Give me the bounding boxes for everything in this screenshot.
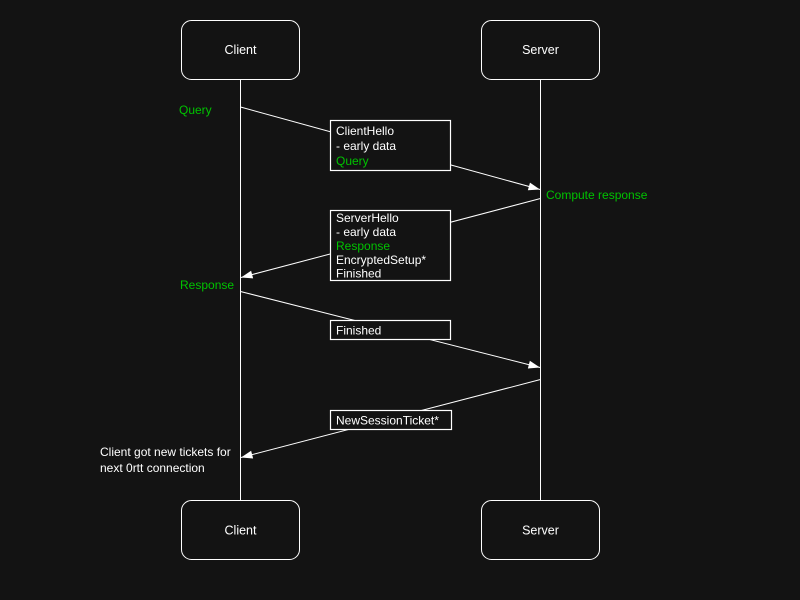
message-text-serverhello-line1: ServerHello <box>336 211 399 225</box>
actor-client-top-label: Client <box>225 43 257 57</box>
actor-client-bottom <box>181 500 300 560</box>
message-box-finished <box>329 319 452 341</box>
message-text-serverhello-line3: Response <box>336 239 390 253</box>
label-compute-response: Compute response <box>546 188 648 202</box>
label-response: Response <box>180 278 234 292</box>
label-query: Query <box>179 103 212 117</box>
message-text-serverhello-line4: EncryptedSetup* <box>336 253 426 267</box>
message-text-clienthello-line1: ClientHello <box>336 124 394 138</box>
actor-client-bottom-label: Client <box>225 524 257 538</box>
message-box-serverhello <box>329 209 452 282</box>
note-text-line1: Client got new tickets for <box>100 445 231 459</box>
actor-server-top-label: Server <box>522 43 559 57</box>
message-box-newsessionticket <box>329 409 453 431</box>
actor-server-bottom <box>481 500 600 560</box>
message-text-clienthello-line2: - early data <box>336 139 396 153</box>
actor-server-bottom-label: Server <box>522 524 559 538</box>
message-box-clienthello <box>329 119 452 172</box>
message-text-finished: Finished <box>336 324 381 338</box>
message-text-clienthello-line3: Query <box>336 154 369 168</box>
message-text-newsessionticket: NewSessionTicket* <box>336 414 439 428</box>
actor-client-top <box>181 20 300 80</box>
actor-server-top <box>481 20 600 80</box>
message-text-serverhello-line5: Finished <box>336 267 381 281</box>
message-text-serverhello-line2: - early data <box>336 225 396 239</box>
note-text-line2: next 0rtt connection <box>100 461 205 475</box>
